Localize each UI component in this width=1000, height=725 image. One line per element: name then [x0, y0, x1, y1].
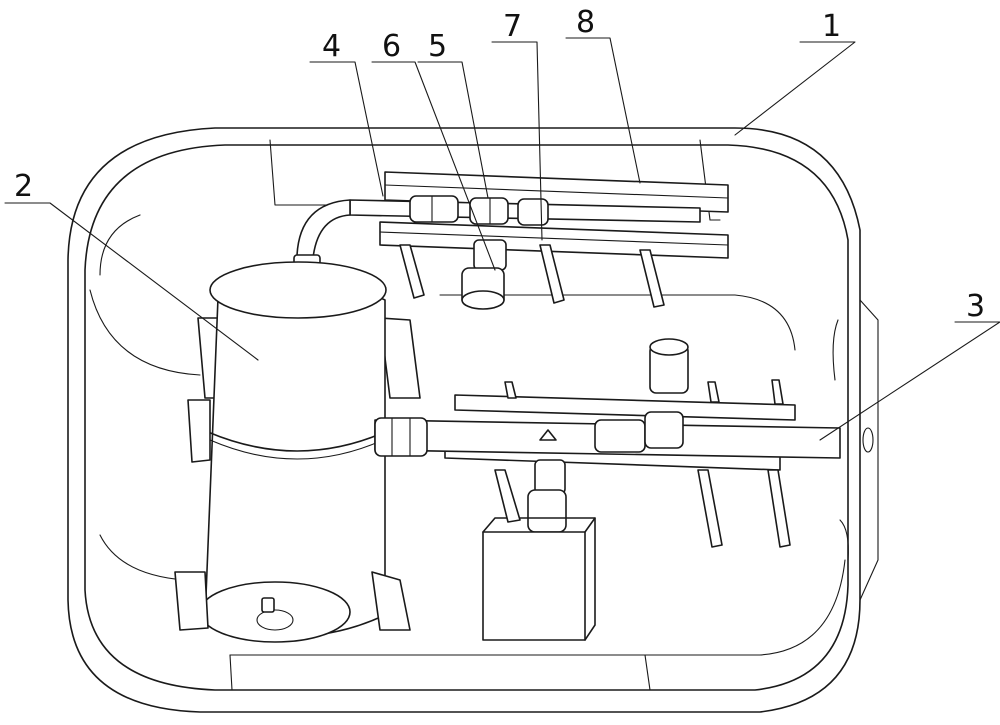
label-8: 8 [576, 5, 595, 40]
lower-rail-assembly [374, 338, 841, 641]
label-2: 2 [14, 169, 33, 204]
tank [174, 261, 421, 643]
leader-lines [4, 37, 1000, 441]
housing [67, 127, 879, 713]
reference-numerals: 1 2 3 4 5 6 7 8 [14, 5, 985, 324]
upper-rail-assembly [293, 171, 729, 310]
label-7: 7 [503, 9, 522, 44]
label-1: 1 [822, 9, 841, 44]
label-6: 6 [382, 29, 401, 64]
label-4: 4 [322, 29, 341, 64]
label-3: 3 [966, 289, 985, 324]
label-5: 5 [428, 29, 447, 64]
